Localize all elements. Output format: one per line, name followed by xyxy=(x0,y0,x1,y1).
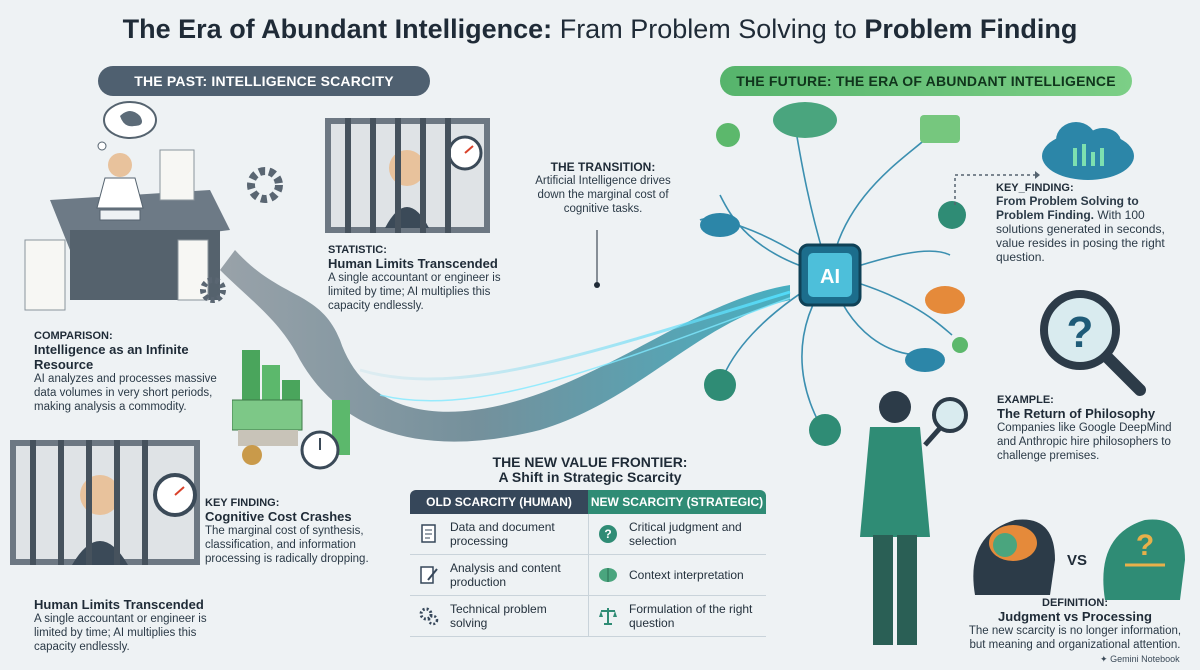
statistic-top-block: STATISTIC: Human Limits Transcended A si… xyxy=(328,244,501,312)
light-stream xyxy=(359,290,791,381)
vs-label: VS xyxy=(1067,552,1087,569)
balance-scale-icon xyxy=(599,608,617,625)
judgment-vs-processing-illustration: VS ? xyxy=(973,519,1185,600)
table-row: Data and document processing ? Critical … xyxy=(410,514,766,555)
dotted-arrow xyxy=(954,171,1040,205)
small-gear-icon xyxy=(195,272,231,313)
svg-text:?: ? xyxy=(604,527,611,541)
svg-text:?: ? xyxy=(1136,529,1154,562)
gear-icon xyxy=(240,160,290,215)
table-header: OLD SCARCITY (HUMAN) NEW SCARCITY (STRAT… xyxy=(410,490,766,514)
cloud-icon xyxy=(1042,122,1134,180)
table-row: Analysis and content production Context … xyxy=(410,555,766,596)
old-scarcity-header: OLD SCARCITY (HUMAN) xyxy=(410,490,588,514)
gears-icon xyxy=(419,607,439,626)
new-scarcity-header: NEW SCARCITY (STRATEGIC) xyxy=(588,490,766,514)
frontier-heading: THE NEW VALUE FRONTIER: A Shift in Strat… xyxy=(492,454,688,485)
key-finding-left-block: KEY FINDING: Cognitive Cost Crashes The … xyxy=(205,497,369,565)
future-banner: THE FUTURE: THE ERA OF ABUNDANT INTELLIG… xyxy=(720,66,1132,96)
edit-document-icon xyxy=(420,566,438,584)
comparison-block: COMPARISON: Intelligence as an Infinite … xyxy=(34,330,217,413)
transition-road xyxy=(220,250,790,442)
overworked-worker-illustration xyxy=(24,101,230,311)
document-icon xyxy=(421,524,436,543)
money-clock-illustration xyxy=(232,350,350,470)
page-title: The Era of Abundant Intelligence: Fram P… xyxy=(122,14,1078,44)
definition-block: DEFINITION: Judgment vs Processing The n… xyxy=(968,597,1182,651)
table-row: Technical problem solving Formulation of… xyxy=(410,596,766,637)
light-stream-2 xyxy=(379,297,791,402)
sparkle-icon: ✦ xyxy=(1100,654,1108,664)
head-question-icon: ? xyxy=(599,525,617,543)
svg-text:?: ? xyxy=(1067,308,1094,357)
thinker-figure-illustration xyxy=(860,391,968,645)
transition-block: THE TRANSITION: Artificial Intelligence … xyxy=(535,160,671,215)
scarcity-table: OLD SCARCITY (HUMAN) NEW SCARCITY (STRAT… xyxy=(410,490,766,637)
ai-chip-label: AI xyxy=(820,266,840,288)
jailed-worker-illustration-2 xyxy=(10,440,200,565)
ai-network-illustration: AI xyxy=(699,102,968,446)
key-finding-right-block: KEY_FINDING: From Problem Solving to Pro… xyxy=(996,182,1165,264)
magnifier-question-icon: ? xyxy=(1040,290,1146,396)
human-limits-bottom-block: Human Limits Transcended A single accoun… xyxy=(34,597,207,653)
past-banner: THE PAST: INTELLIGENCE SCARCITY xyxy=(98,66,430,96)
watermark: ✦ Gemini Notebook xyxy=(1100,654,1180,664)
brain-icon xyxy=(599,568,617,582)
example-block: EXAMPLE: The Return of Philosophy Compan… xyxy=(997,394,1172,462)
jailed-worker-illustration xyxy=(325,118,490,233)
